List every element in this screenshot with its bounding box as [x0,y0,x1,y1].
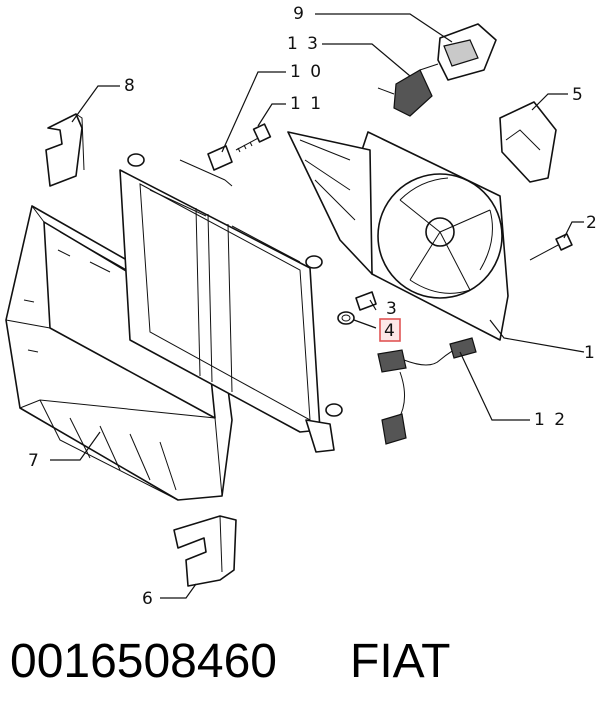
callout-5: 5 [572,85,585,105]
callout-6: 6 [142,589,155,609]
callout-4-highlight [379,318,401,342]
bracket-upper-part [45,113,85,187]
cover-part [499,101,557,183]
callout-10: 1 0 [290,62,323,82]
callout-9: 9 [293,4,306,24]
sensor-harness-part [377,337,477,445]
callout-8: 8 [124,76,137,96]
callout-1: 1 [584,343,597,363]
callout-12: 1 2 [534,410,567,430]
fitting-part [337,291,377,325]
connector-part [377,63,439,117]
fan-assembly-part [287,131,509,341]
callout-3: 3 [386,299,399,319]
part-number: 0016508460 [10,635,277,688]
callout-11: 1 1 [290,94,323,114]
callout-13: 1 3 [287,34,320,54]
bolt-part [529,233,573,261]
callout-2: 2 [586,213,599,233]
radiator-part [119,153,343,453]
callout-7: 7 [28,451,41,471]
exploded-parts-diagram: 9 1 3 1 0 1 1 8 5 2 1 3 4 1 2 7 6 [5,4,599,609]
bracket-lower-part [173,515,237,587]
cap-part [437,23,497,81]
brand-name: FIAT [350,635,451,688]
spacer-and-bolt-parts [207,123,272,171]
leader-lines [50,13,585,599]
footer: 0016508460 FIAT [10,630,590,710]
callout-4: 4 [384,321,397,341]
